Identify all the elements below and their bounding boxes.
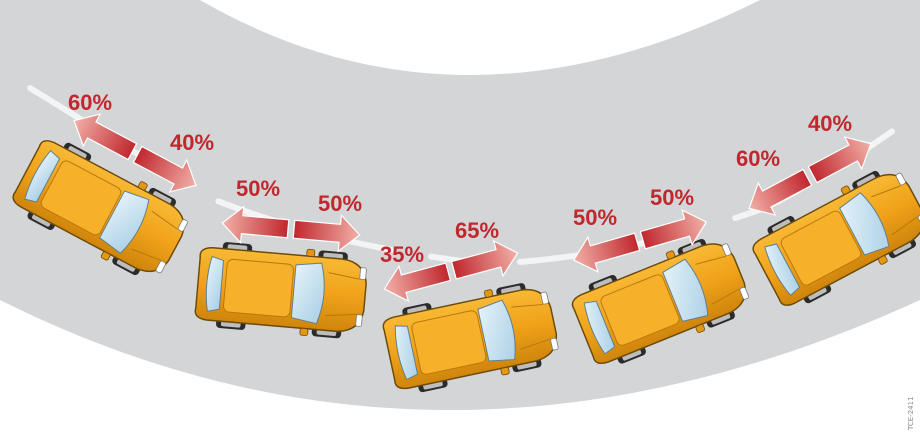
car-2-front-percentage: 50%: [318, 191, 362, 216]
car-2-rear-percentage: 50%: [236, 176, 280, 201]
car-5-rear-percentage: 60%: [736, 146, 780, 171]
car-5-front-percentage: 40%: [808, 111, 852, 136]
car-1-front-percentage: 40%: [170, 130, 214, 155]
car-2-vehicle: [194, 240, 369, 341]
car-3-rear-percentage: 35%: [380, 242, 424, 267]
car-3-front-percentage: 65%: [455, 218, 499, 243]
car-4-front-percentage: 50%: [650, 185, 694, 210]
car-1-rear-percentage: 60%: [68, 90, 112, 115]
figure-code: TCE-2411: [907, 396, 915, 431]
car-4-rear-percentage: 50%: [573, 205, 617, 230]
